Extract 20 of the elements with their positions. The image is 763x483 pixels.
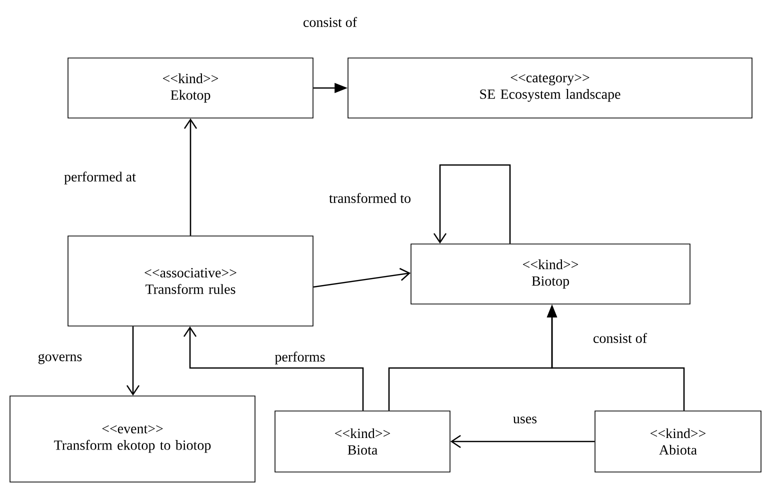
arrow <box>450 434 595 448</box>
edge-label: performs <box>274 350 326 366</box>
class-box: <<kind>> Biota <box>274 410 450 472</box>
class-box: <<associative>> Transform rules <box>68 236 314 326</box>
edge-label: performed at <box>63 170 137 186</box>
arrow <box>184 118 198 236</box>
arrow <box>433 164 511 244</box>
edge-label: transformed to <box>328 192 412 204</box>
arrow <box>183 326 364 411</box>
arrow <box>126 326 140 396</box>
class-box: <<kind>> Biotop <box>410 244 690 304</box>
edge-label: consist of <box>592 332 648 344</box>
class-box: <<kind>> Abiota <box>594 410 762 472</box>
arrow <box>313 268 411 288</box>
edge-label: governs <box>36 352 84 366</box>
class-box: <<category>> SE Ecosystem landscape <box>348 58 752 118</box>
class-box: <<kind>> Ekotop <box>68 58 314 118</box>
edge-label: consist of <box>302 16 358 28</box>
class-box: <<event>> Transform ekotop to biotop <box>10 396 256 482</box>
edge-label: uses <box>512 416 538 424</box>
